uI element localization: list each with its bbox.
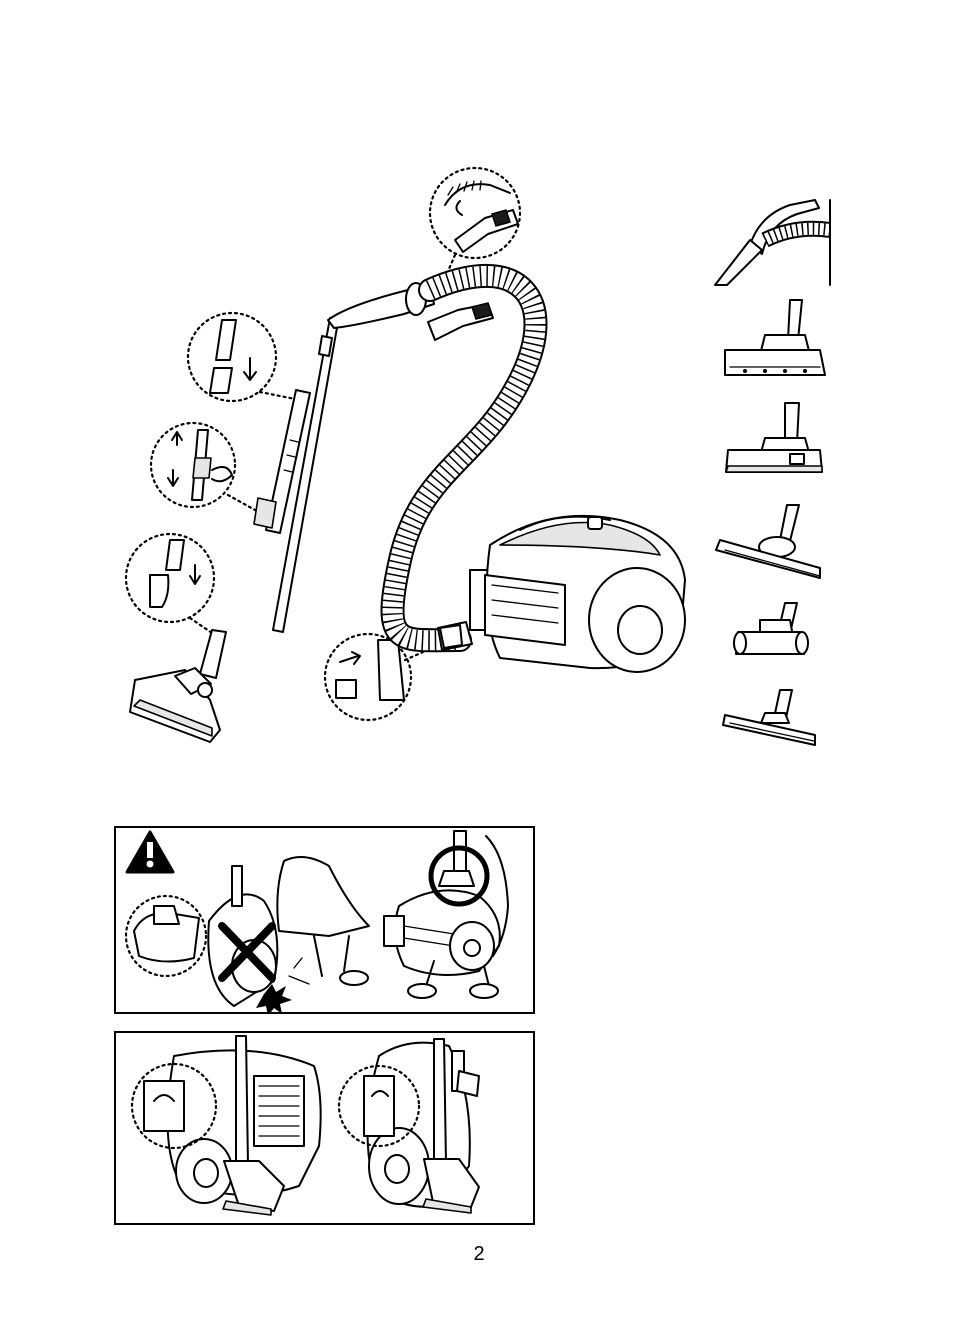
- carry-warning-panel: [114, 826, 535, 1014]
- storage-panel: [114, 1031, 535, 1225]
- detail-tube-connect: [188, 313, 300, 401]
- accessory-combination-brush: [720, 398, 830, 483]
- detail-nozzle-connect: [126, 534, 215, 635]
- vacuum-assembly-illustration: [100, 160, 700, 760]
- hose-connector: [440, 625, 462, 648]
- canister-body: [438, 516, 685, 672]
- accessory-flat-floor-nozzle: [720, 685, 820, 755]
- floor-brush: [130, 668, 220, 742]
- accessory-parquet-brush: [715, 500, 825, 585]
- detail-telescopic-slider: [151, 423, 255, 510]
- accessory-turbo-upholstery-brush: [730, 598, 810, 668]
- page-number: 2: [464, 1243, 494, 1266]
- accessory-handle: [710, 190, 835, 290]
- accessory-turbo-floor-brush: [720, 295, 830, 390]
